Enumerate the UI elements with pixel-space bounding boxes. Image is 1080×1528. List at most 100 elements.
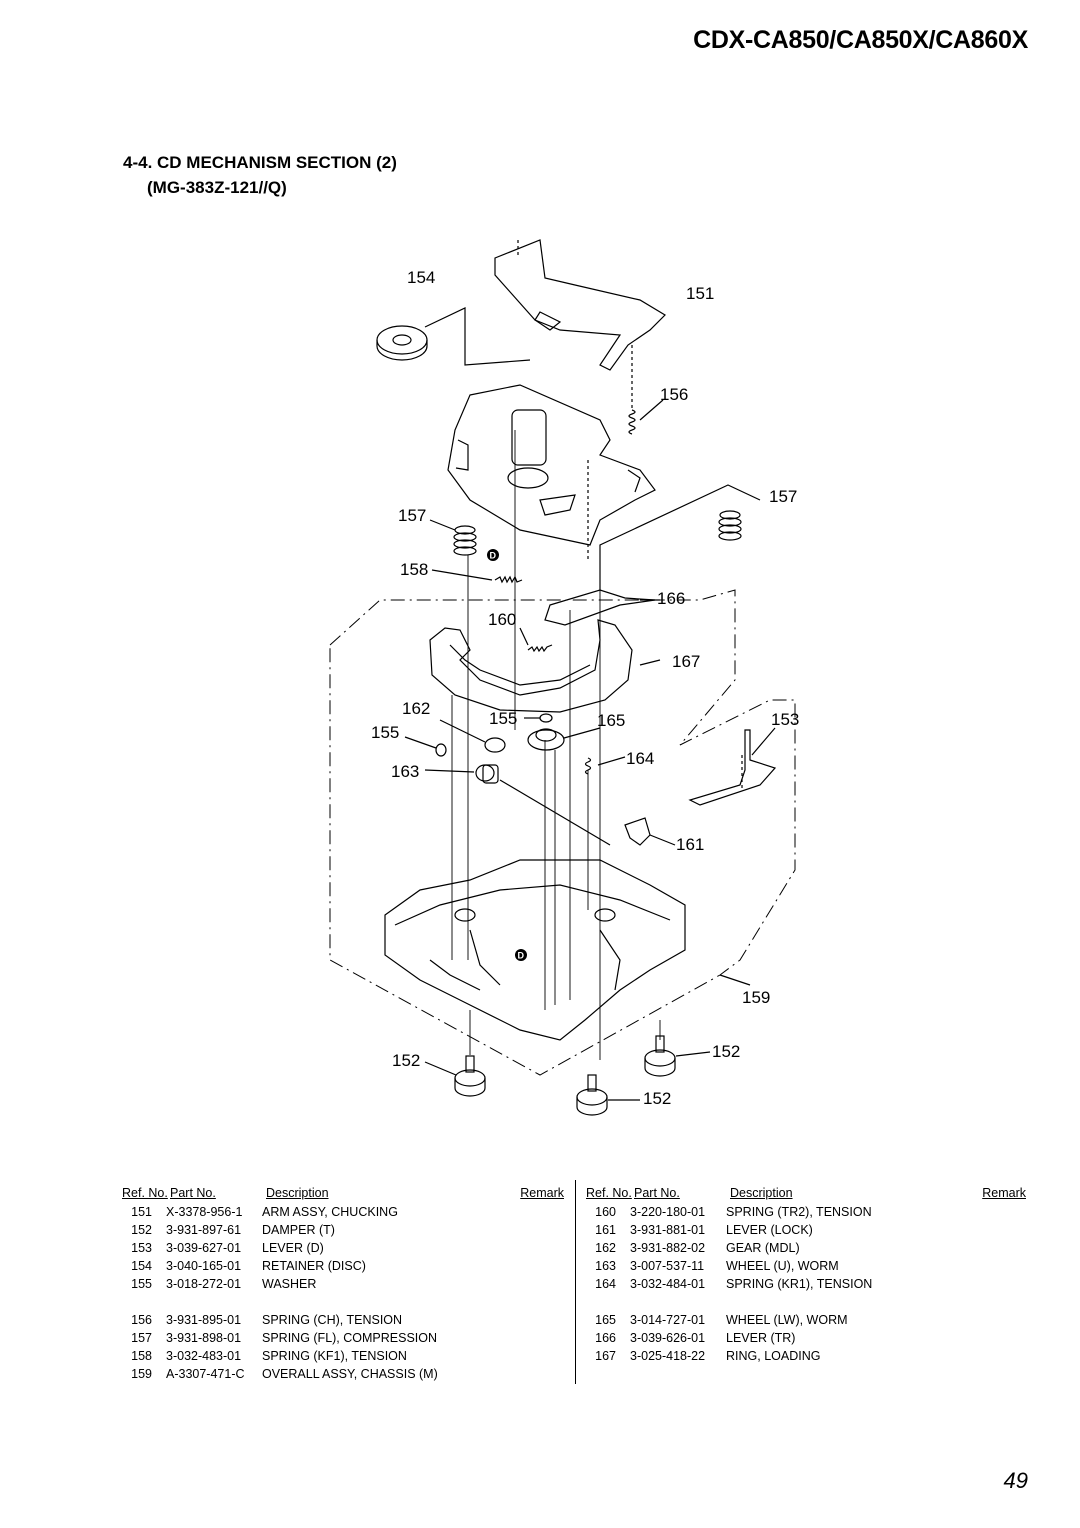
ref-no: 161 — [595, 1223, 616, 1237]
table-header-right: Ref. No. Part No. Description Remark — [582, 1183, 1026, 1203]
loading-ring — [429, 619, 633, 713]
description: RETAINER (DISC) — [262, 1259, 366, 1273]
ref-no: 157 — [131, 1331, 152, 1345]
description: SPRING (CH), TENSION — [262, 1313, 403, 1327]
ref-no: 154 — [131, 1259, 152, 1273]
description: SPRING (KF1), TENSION — [262, 1349, 407, 1363]
description: LEVER (D) — [262, 1241, 324, 1255]
ref-no: 165 — [595, 1313, 616, 1327]
callout-166: 166 — [657, 589, 685, 608]
damper-right — [644, 1035, 676, 1077]
ref-no: 162 — [595, 1241, 616, 1255]
table-row: 151 X-3378-956-1 ARM ASSY, CHUCKING — [118, 1203, 564, 1221]
table-header-left: Ref. No. Part No. Description Remark — [118, 1183, 564, 1203]
table-row: 160 3-220-180-01 SPRING (TR2), TENSION — [582, 1203, 1026, 1221]
header-ref: Ref. No. — [122, 1186, 168, 1200]
part-no: 3-220-180-01 — [630, 1205, 706, 1219]
part-no: 3-007-537-11 — [630, 1259, 705, 1273]
callout-161: 161 — [676, 835, 704, 854]
description: ARM ASSY, CHUCKING — [262, 1205, 398, 1219]
callout-158: 158 — [400, 560, 428, 579]
callout-152-right: 152 — [712, 1042, 740, 1061]
page-number: 49 — [1003, 1468, 1028, 1493]
description: LEVER (LOCK) — [726, 1223, 813, 1237]
callout-163: 163 — [391, 762, 419, 781]
marker-d-upper: D — [490, 551, 497, 561]
part-no: 3-931-895-01 — [166, 1313, 242, 1327]
description: RING, LOADING — [726, 1349, 821, 1363]
spring-ch — [628, 409, 636, 435]
spring-kr1 — [584, 757, 592, 775]
lever-d — [688, 729, 777, 806]
callout-153: 153 — [771, 710, 799, 729]
callout-155-left: 155 — [371, 723, 399, 742]
table-row: 167 3-025-418-22 RING, LOADING — [582, 1347, 1026, 1365]
table-row: 155 3-018-272-01 WASHER — [118, 1275, 564, 1293]
header-desc: Description — [730, 1186, 793, 1200]
header-remark: Remark — [982, 1186, 1026, 1200]
callout-159: 159 — [742, 988, 770, 1007]
header-desc: Description — [266, 1186, 329, 1200]
table-row: 156 3-931-895-01 SPRING (CH), TENSION — [118, 1311, 564, 1329]
callout-165: 165 — [597, 711, 625, 730]
description: SPRING (TR2), TENSION — [726, 1205, 872, 1219]
ref-no: 155 — [131, 1277, 152, 1291]
washer-left — [435, 743, 447, 757]
upper-frame — [447, 384, 656, 546]
section-title: 4-4. CD MECHANISM SECTION (2) (MG-383Z-1… — [123, 150, 397, 200]
part-no: 3-025-418-22 — [630, 1349, 706, 1363]
spring-fl-left — [453, 525, 477, 556]
description: WHEEL (LW), WORM — [726, 1313, 848, 1327]
callout-151: 151 — [686, 284, 714, 303]
part-no: 3-039-627-01 — [166, 1241, 242, 1255]
spring-kf1 — [494, 575, 523, 584]
part-no: 3-931-897-61 — [166, 1223, 242, 1237]
parts-table-right: Ref. No. Part No. Description Remark 160… — [582, 1183, 1026, 1365]
retainer-disc — [376, 325, 428, 355]
description: SPRING (FL), COMPRESSION — [262, 1331, 438, 1345]
wheel-u-worm — [475, 764, 495, 782]
part-no: A-3307-471-C — [166, 1367, 245, 1381]
marker-d-lower: D — [518, 951, 525, 961]
ref-no: 151 — [131, 1205, 152, 1219]
ref-no: 158 — [131, 1349, 152, 1363]
ref-no: 167 — [595, 1349, 616, 1363]
callout-156: 156 — [660, 385, 688, 404]
ref-no: 163 — [595, 1259, 616, 1273]
header-remark: Remark — [520, 1186, 564, 1200]
callout-157-left: 157 — [398, 506, 426, 525]
ref-no: 153 — [131, 1241, 152, 1255]
part-no: 3-931-898-01 — [166, 1331, 242, 1345]
exploded-view-diagram: D D 154 151 156 157 157 158 166 160 167 … — [329, 239, 799, 1116]
header-part: Part No. — [634, 1186, 680, 1200]
lever-tr — [544, 589, 656, 626]
callout-162: 162 — [402, 699, 430, 718]
table-divider — [575, 1180, 576, 1384]
callout-155-center: 155 — [489, 709, 517, 728]
description: OVERALL ASSY, CHASSIS (M) — [262, 1367, 438, 1381]
part-no: 3-018-272-01 — [166, 1277, 242, 1291]
callout-154: 154 — [407, 268, 435, 287]
table-row: 153 3-039-627-01 LEVER (D) — [118, 1239, 564, 1257]
spring-tr2 — [527, 644, 553, 653]
description: WASHER — [262, 1277, 317, 1291]
ref-no: 166 — [595, 1331, 616, 1345]
callout-167: 167 — [672, 652, 700, 671]
description: WHEEL (U), WORM — [726, 1259, 839, 1273]
spring-fl-right — [718, 510, 742, 541]
ref-no: 160 — [595, 1205, 616, 1219]
washer-center — [539, 713, 553, 723]
callout-164: 164 — [626, 749, 654, 768]
damper-left — [454, 1055, 486, 1097]
part-no: X-3378-956-1 — [166, 1205, 243, 1219]
ref-no: 156 — [131, 1313, 152, 1327]
